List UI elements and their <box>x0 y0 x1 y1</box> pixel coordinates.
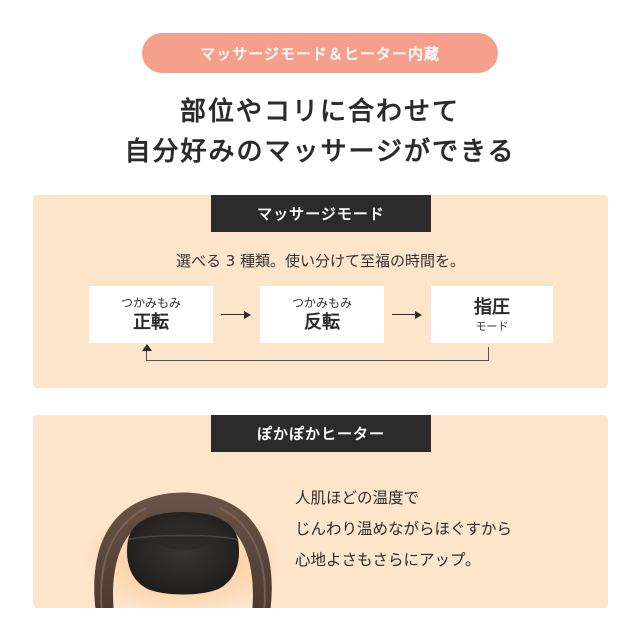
neck-massager-image <box>94 492 272 608</box>
massage-mode-tag: マッサージモード <box>211 195 431 232</box>
mode-box-reverse: つかみもみ 反転 <box>260 286 384 343</box>
mode-box-sub: つかみもみ <box>291 295 352 310</box>
feature-pill: マッサージモード＆ヒーター内蔵 <box>142 33 498 73</box>
arrow-right-icon <box>221 311 251 319</box>
massage-mode-panel: マッサージモード 選べる 3 種類。使い分けて至福の時間を。 つかみもみ 正転 … <box>33 195 608 388</box>
loop-arrow-head-icon <box>142 344 152 351</box>
mode-box-main: 指圧 <box>474 296 510 318</box>
mode-box-shiatsu: 指圧 モード <box>431 286 553 343</box>
mode-box-forward: つかみもみ 正転 <box>89 286 213 343</box>
mode-box-main: 正転 <box>133 311 169 333</box>
heater-panel: ぽかぽかヒーター 人肌ほどの温度で じんわり温めながらほぐすから 心地よさもさら… <box>33 415 608 608</box>
heater-line-1: 人肌ほどの温度で <box>295 489 420 507</box>
massage-mode-description: 選べる 3 種類。使い分けて至福の時間を。 <box>175 252 466 270</box>
headline-line-1: 部位やコリに合わせて <box>179 97 460 127</box>
page-headline: 部位やコリに合わせて 自分好みのマッサージができる <box>0 92 640 172</box>
heater-description: 人肌ほどの温度で じんわり温めながらほぐすから 心地よさもさらにアップ。 <box>295 483 595 576</box>
mode-box-main: 反転 <box>304 311 340 333</box>
heater-tag: ぽかぽかヒーター <box>211 415 431 452</box>
headline-line-2: 自分好みのマッサージができる <box>124 137 516 167</box>
arrow-right-icon <box>392 311 422 319</box>
heater-line-2: じんわり温めながらほぐすから <box>295 520 513 538</box>
loop-arrow-icon <box>146 347 489 361</box>
mode-box-sub: つかみもみ <box>120 295 181 310</box>
heater-line-3: 心地よさもさらにアップ。 <box>295 551 481 569</box>
mode-box-small: モード <box>475 319 509 333</box>
